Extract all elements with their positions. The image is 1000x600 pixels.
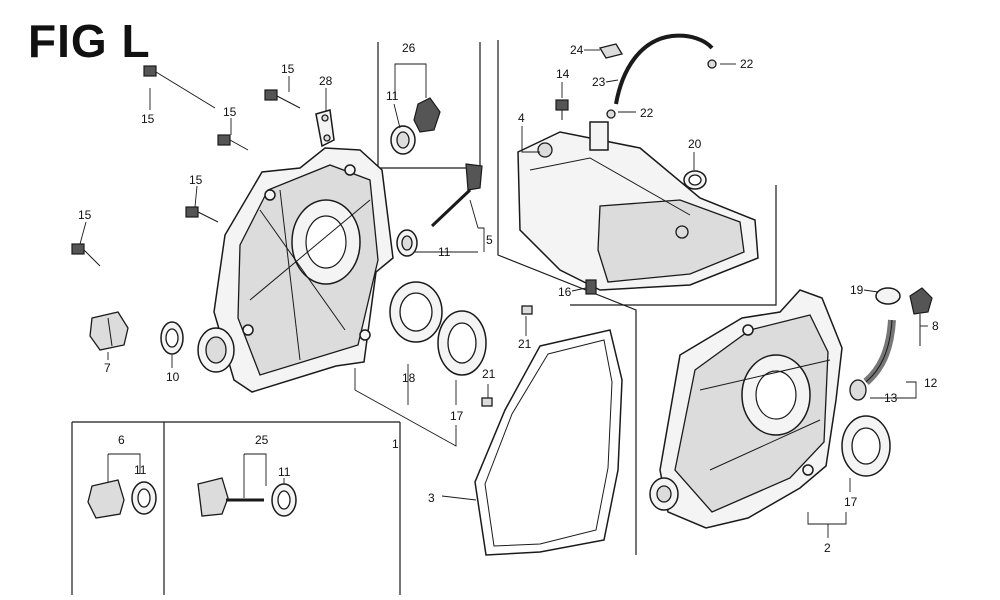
callout-4: 4 — [518, 111, 525, 125]
callout-3: 3 — [428, 491, 435, 505]
callout-12: 12 — [924, 376, 938, 390]
inset-plug-6 — [87, 479, 157, 519]
washer-10 — [160, 321, 184, 355]
callout-17a: 17 — [450, 409, 464, 423]
bearing-17b — [841, 415, 891, 477]
callout-21a: 21 — [518, 337, 532, 351]
bracket-28 — [315, 109, 335, 148]
bolt-15c — [264, 89, 301, 109]
bolt-15a — [143, 65, 216, 109]
drain-plug-7 — [89, 311, 129, 351]
callout-14: 14 — [556, 67, 570, 81]
callout-labels: 15 15 15 15 15 28 26 11 11 5 7 10 18 17 … — [78, 41, 939, 555]
clip-22b — [606, 109, 616, 119]
callout-6: 6 — [118, 433, 125, 447]
callout-21b: 21 — [482, 367, 496, 381]
grommet-13 — [849, 379, 867, 401]
callout-17b: 17 — [844, 495, 858, 509]
callout-11c: 11 — [134, 463, 147, 477]
bolt-15d — [185, 206, 219, 223]
bolt-15-group — [71, 65, 301, 267]
frame-oil-filler — [377, 42, 481, 169]
callout-13: 13 — [884, 391, 898, 405]
fuel-tube-23 — [614, 33, 714, 105]
o-ring-19 — [875, 287, 901, 305]
crankcase-cover-left — [197, 147, 394, 393]
callout-2: 2 — [824, 541, 831, 555]
callout-15d: 15 — [189, 173, 203, 187]
fuel-tank-4 — [517, 121, 759, 291]
callout-26: 26 — [402, 41, 416, 55]
callout-24: 24 — [570, 43, 584, 57]
o-ring-20 — [683, 170, 707, 190]
bolt-15b — [217, 134, 249, 151]
bolt-14 — [555, 99, 569, 120]
callout-10: 10 — [166, 370, 180, 384]
callout-20: 20 — [688, 137, 702, 151]
oil-filler-cap-26 — [390, 97, 441, 155]
frame-tank-bottom — [570, 185, 777, 306]
callout-18: 18 — [402, 371, 416, 385]
dowel-pin-21a — [521, 305, 533, 315]
breather-cap-8 — [909, 287, 933, 346]
bolt-16 — [585, 279, 597, 295]
gasket-3 — [474, 329, 623, 556]
leader-lines — [79, 49, 928, 538]
callout-15c: 15 — [281, 62, 295, 76]
clip-22a — [707, 59, 717, 69]
callout-22a: 22 — [740, 57, 754, 71]
breather-tube-12 — [863, 319, 896, 386]
callout-11d: 11 — [278, 465, 291, 479]
clip-24 — [598, 43, 624, 59]
callout-28: 28 — [319, 74, 333, 88]
panel-frames — [71, 40, 777, 595]
callout-1: 1 — [392, 437, 399, 451]
callout-7: 7 — [104, 361, 111, 375]
frame-fuel-tank — [497, 40, 637, 555]
callout-22b: 22 — [640, 106, 654, 120]
callout-5: 5 — [486, 233, 493, 247]
callout-15a: 15 — [141, 112, 155, 126]
callout-15b: 15 — [223, 105, 237, 119]
oil-seal-18 — [389, 281, 443, 343]
callout-23: 23 — [592, 75, 606, 89]
callout-19: 19 — [850, 283, 864, 297]
callout-8: 8 — [932, 319, 939, 333]
bolt-15e — [71, 243, 101, 267]
callout-11b: 11 — [438, 245, 451, 259]
callout-15e: 15 — [78, 208, 92, 222]
figure-title: FIG L — [28, 15, 151, 67]
callout-11a: 11 — [386, 89, 399, 103]
crankcase-right — [649, 289, 843, 529]
bearing-17a — [437, 310, 487, 376]
callout-16: 16 — [558, 285, 572, 299]
dowel-pin-21b — [481, 397, 493, 407]
callout-25: 25 — [255, 433, 269, 447]
inset-dipstick-25 — [197, 477, 297, 517]
dipstick-5 — [396, 163, 483, 257]
